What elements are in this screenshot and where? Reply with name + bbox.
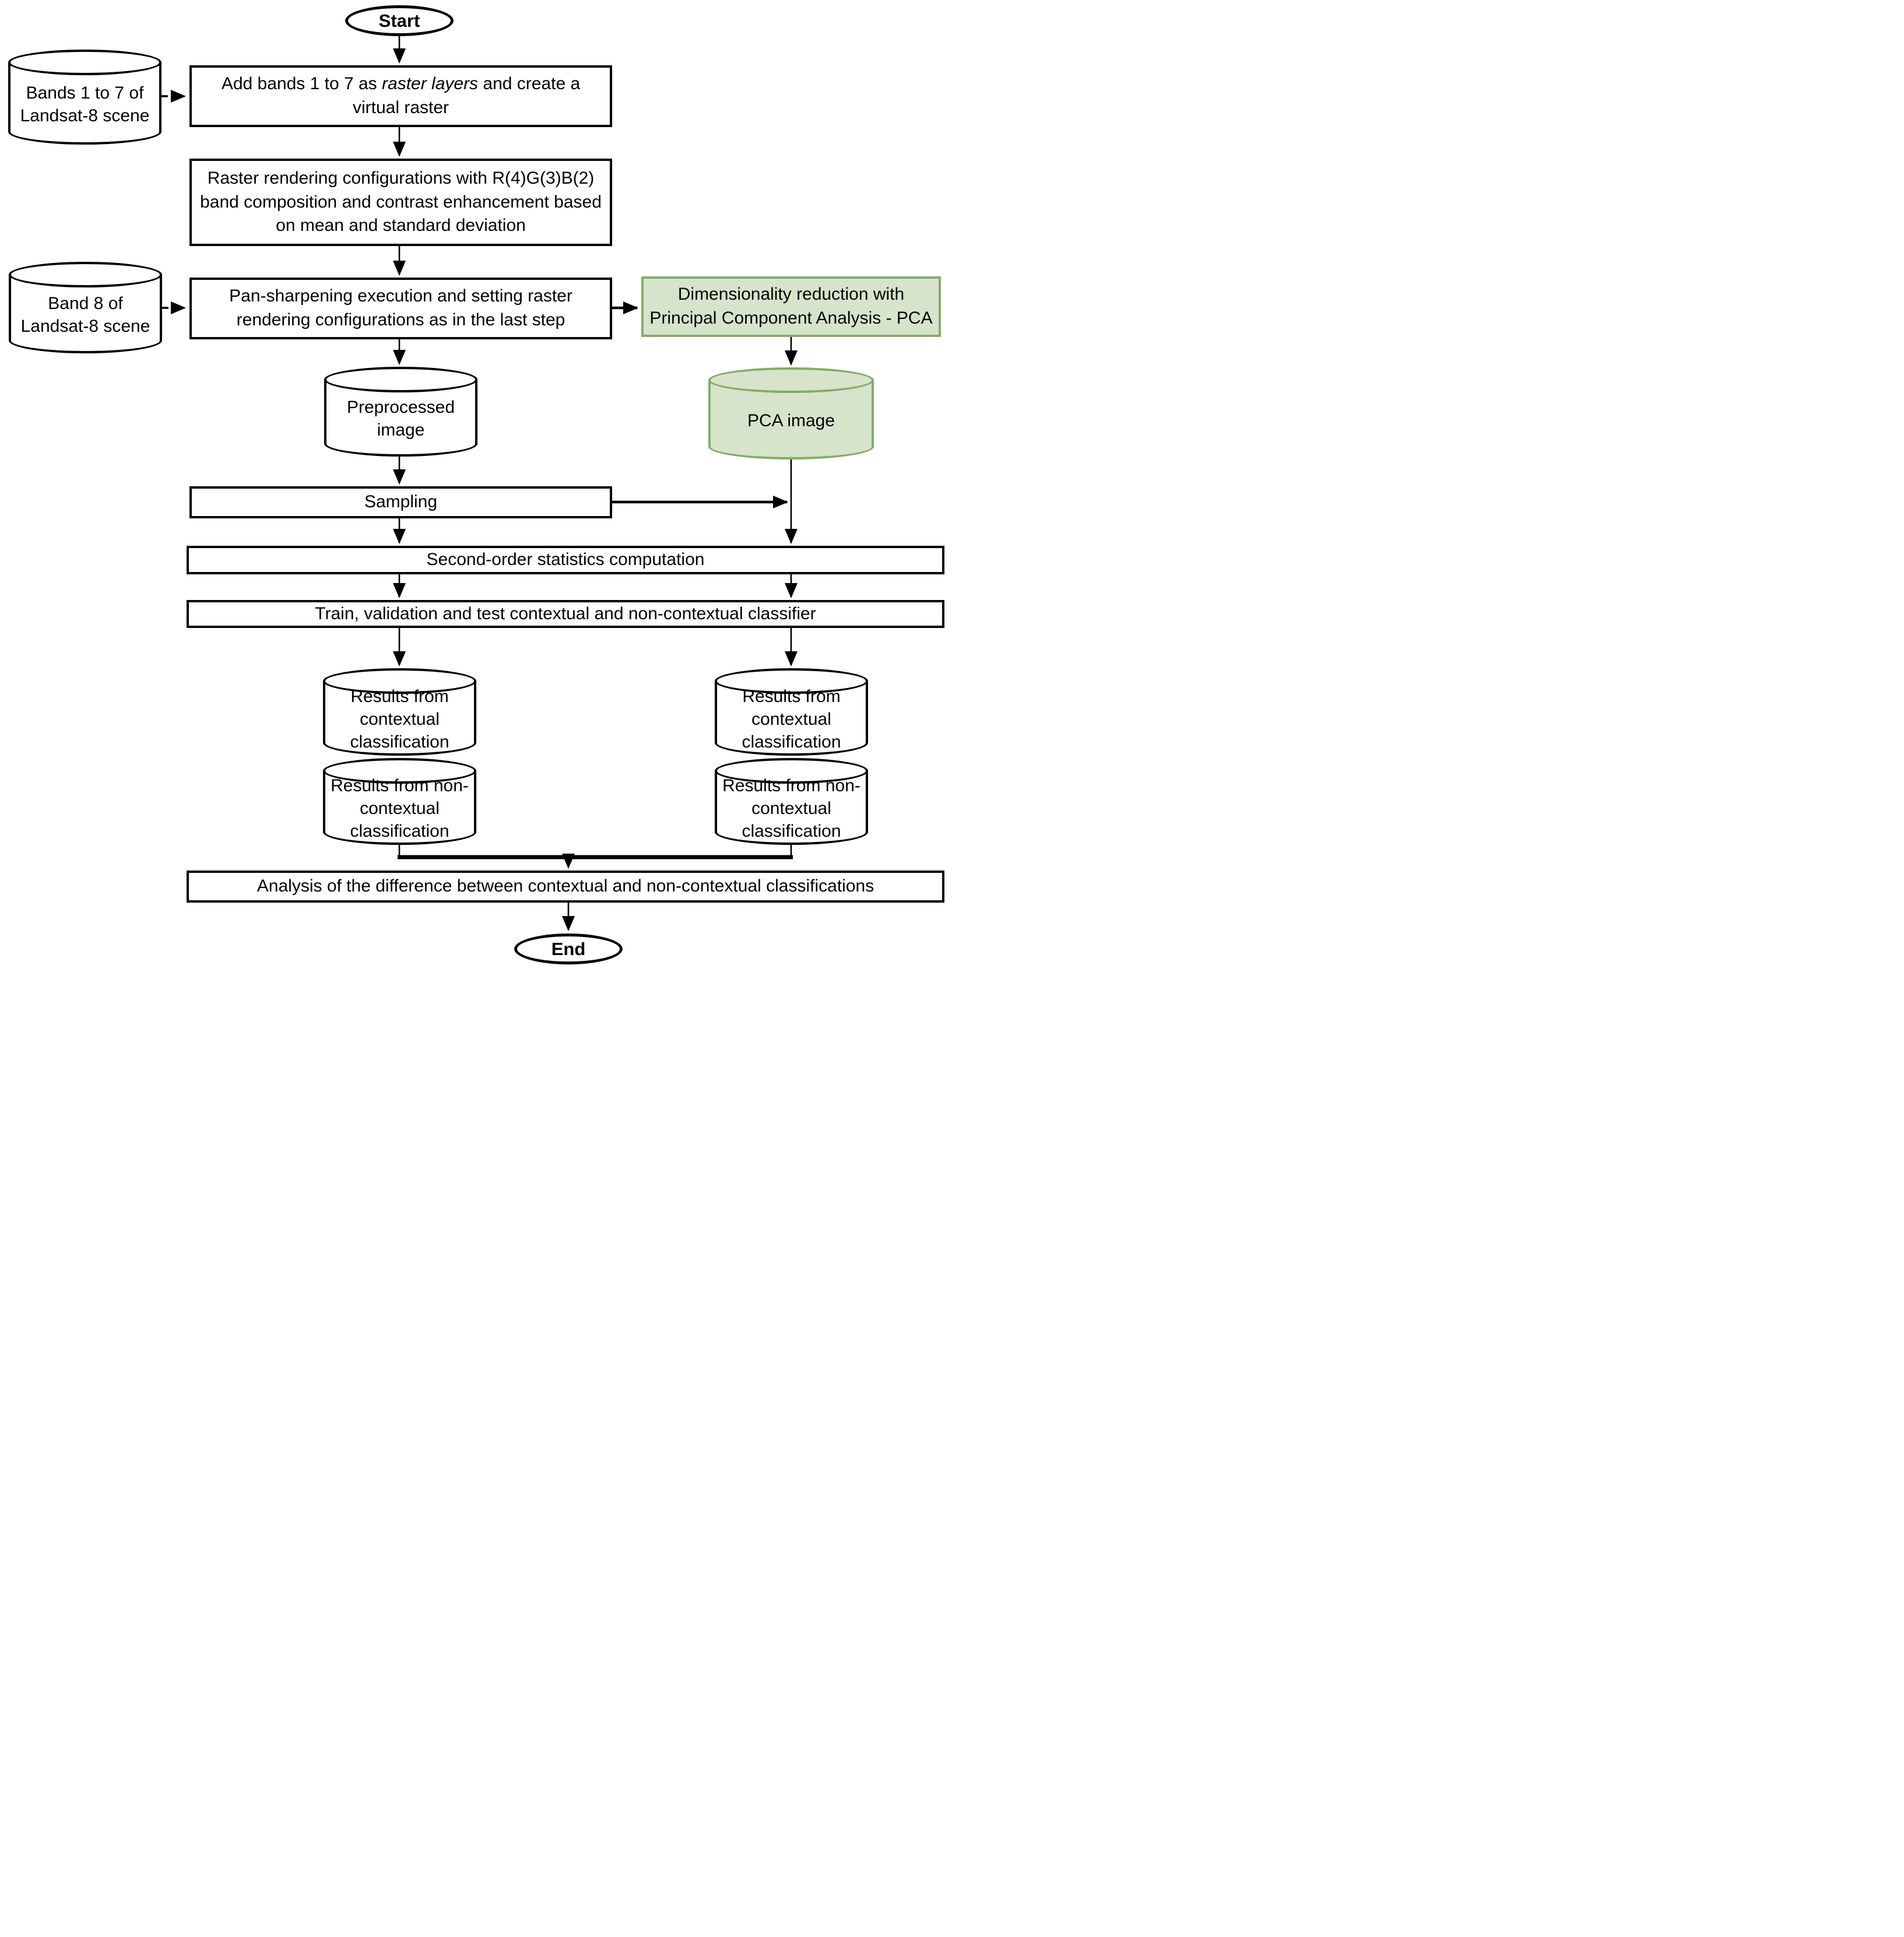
process-label: Sampling <box>364 492 438 512</box>
process-label: Second-order statistics computation <box>426 550 705 570</box>
process-train-validate-test: Train, validation and test contextual an… <box>187 600 944 628</box>
label-part: and create a virtual raster <box>352 74 581 117</box>
cylinder-body <box>715 771 868 845</box>
datastore-bands-1-7: Bands 1 to 7 of Landsat-8 scene <box>8 50 161 145</box>
cylinder-body <box>8 62 161 145</box>
process-sampling: Sampling <box>189 486 612 518</box>
process-raster-rendering: Raster rendering configurations with R(4… <box>189 159 612 246</box>
cylinder-top <box>715 758 868 784</box>
process-label: Dimensionality reduction with Principal … <box>649 285 933 328</box>
process-second-order-statistics: Second-order statistics computation <box>187 546 944 574</box>
process-add-bands: Add bands 1 to 7 as raster layers and cr… <box>189 65 612 127</box>
datastore-pca-image: PCA image <box>708 367 874 459</box>
process-label: Raster rendering configurations with R(4… <box>200 168 602 236</box>
process-pca-reduction: Dimensionality reduction with Principal … <box>641 276 941 337</box>
datastore-label: Results from non-contextual classificati… <box>722 776 860 841</box>
cylinder-body <box>708 380 874 459</box>
cylinder-top <box>323 668 476 694</box>
cylinder-top <box>8 50 161 75</box>
cylinder-top <box>324 367 477 392</box>
flow-arrows <box>161 36 798 931</box>
process-pan-sharpening: Pan-sharpening execution and setting ras… <box>189 278 612 339</box>
cylinder-top <box>9 262 162 287</box>
process-label: Pan-sharpening execution and setting ras… <box>229 286 572 329</box>
landsat-classification-flowchart: Start Bands 1 to 7 of Landsat-8 scene Ad… <box>0 0 952 968</box>
cylinder-body <box>324 380 477 457</box>
process-label: Train, validation and test contextual an… <box>315 603 816 623</box>
process-label: Add bands 1 to 7 as raster layers and cr… <box>199 72 603 120</box>
datastore-label: Results from contextual classification <box>742 686 841 752</box>
cylinder-top <box>708 367 874 393</box>
end-label: End <box>551 938 586 959</box>
datastore-results-non-contextual-right: Results from non-contextual classificati… <box>715 758 868 845</box>
label-part-italic: raster layers <box>382 74 479 94</box>
cylinder-top <box>323 758 476 784</box>
start-node: Start <box>345 5 454 36</box>
process-analysis: Analysis of the difference between conte… <box>187 871 944 903</box>
datastore-label: Preprocessed image <box>346 398 455 440</box>
datastore-results-contextual-left: Results from contextual classification <box>323 668 476 756</box>
cylinder-body <box>9 275 162 353</box>
process-label: Analysis of the difference between conte… <box>257 876 874 896</box>
start-label: Start <box>378 10 420 31</box>
end-node: End <box>514 934 623 964</box>
datastore-label: Results from non-contextual classificati… <box>331 776 469 841</box>
datastore-results-non-contextual-left: Results from non-contextual classificati… <box>323 758 476 845</box>
datastore-results-contextual-right: Results from contextual classification <box>715 668 868 756</box>
datastore-preprocessed-image: Preprocessed image <box>324 367 477 457</box>
datastore-band-8: Band 8 of Landsat-8 scene <box>9 262 162 353</box>
label-part: Add bands 1 to 7 as <box>221 74 382 94</box>
datastore-label: Bands 1 to 7 of Landsat-8 scene <box>20 83 150 125</box>
datastore-label: Results from contextual classification <box>350 686 449 752</box>
cylinder-top <box>715 668 868 694</box>
datastore-label: PCA image <box>747 410 835 430</box>
datastore-label: Band 8 of Landsat-8 scene <box>20 293 150 336</box>
